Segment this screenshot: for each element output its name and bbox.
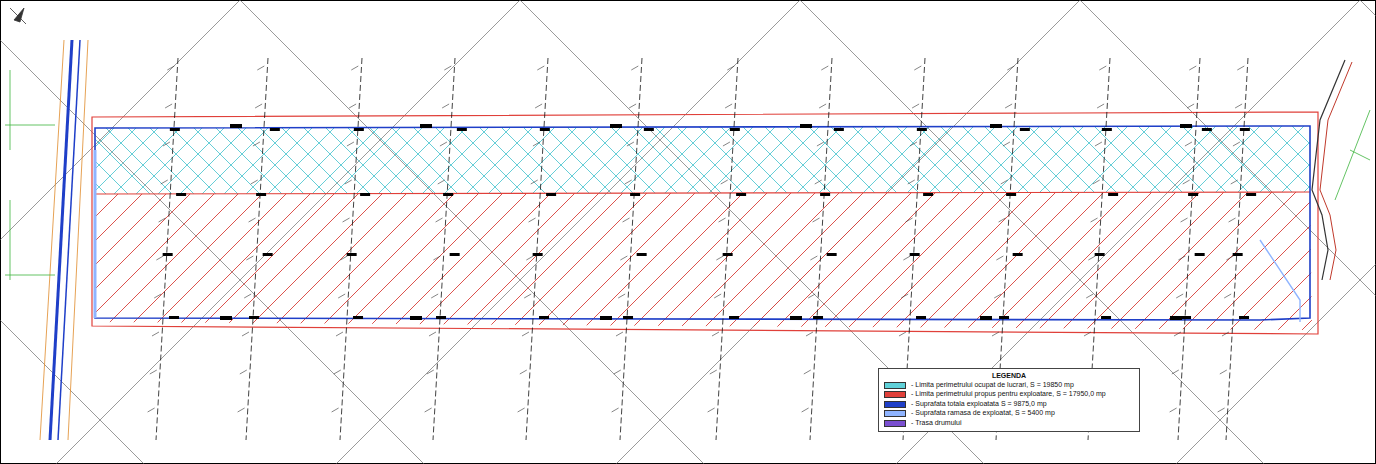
legend-swatch [884, 410, 906, 417]
blue-light-edge [94, 150, 97, 318]
legend-text: - Suprafata ramasa de exploatat, S = 540… [911, 409, 1055, 417]
legend-row: - Suprafata ramasa de exploatat, S = 540… [884, 409, 1134, 417]
blue-perimeter [95, 126, 1310, 320]
legend-text: - Limita perimetrului propus pentru expl… [911, 390, 1106, 398]
legend-swatch [884, 391, 906, 398]
red-perimeter [92, 112, 1318, 334]
profile-lines [148, 58, 1256, 440]
teal-zone [95, 126, 1310, 194]
legend-swatch [884, 382, 906, 389]
legend-row: - Suprafata totala exploatata S = 9875,0… [884, 400, 1134, 408]
north-arrow [10, 8, 26, 24]
legend-row: - Limita perimetrului propus pentru expl… [884, 390, 1134, 398]
legend-swatch [884, 401, 906, 408]
legend-swatch [884, 420, 906, 427]
right-road [1312, 60, 1370, 280]
legend-row: - Limita perimetrului ocupat de lucrari,… [884, 381, 1134, 389]
red-zone [95, 192, 1312, 330]
legend-text: - Suprafata totala exploatata S = 9875,0… [911, 400, 1047, 408]
legend-row: - Trasa drumului [884, 419, 1134, 427]
legend-text: - Trasa drumului [911, 419, 962, 427]
boundary-marks [220, 124, 1192, 320]
blue-light-edge [1260, 240, 1300, 322]
legend-heading: LEGENDA [884, 372, 1134, 379]
left-road [5, 40, 88, 440]
legend-box: LEGENDA - Limita perimetrului ocupat de l… [878, 368, 1140, 432]
red-divider [95, 192, 1310, 194]
legend-text: - Limita perimetrului ocupat de lucrari,… [911, 381, 1074, 389]
